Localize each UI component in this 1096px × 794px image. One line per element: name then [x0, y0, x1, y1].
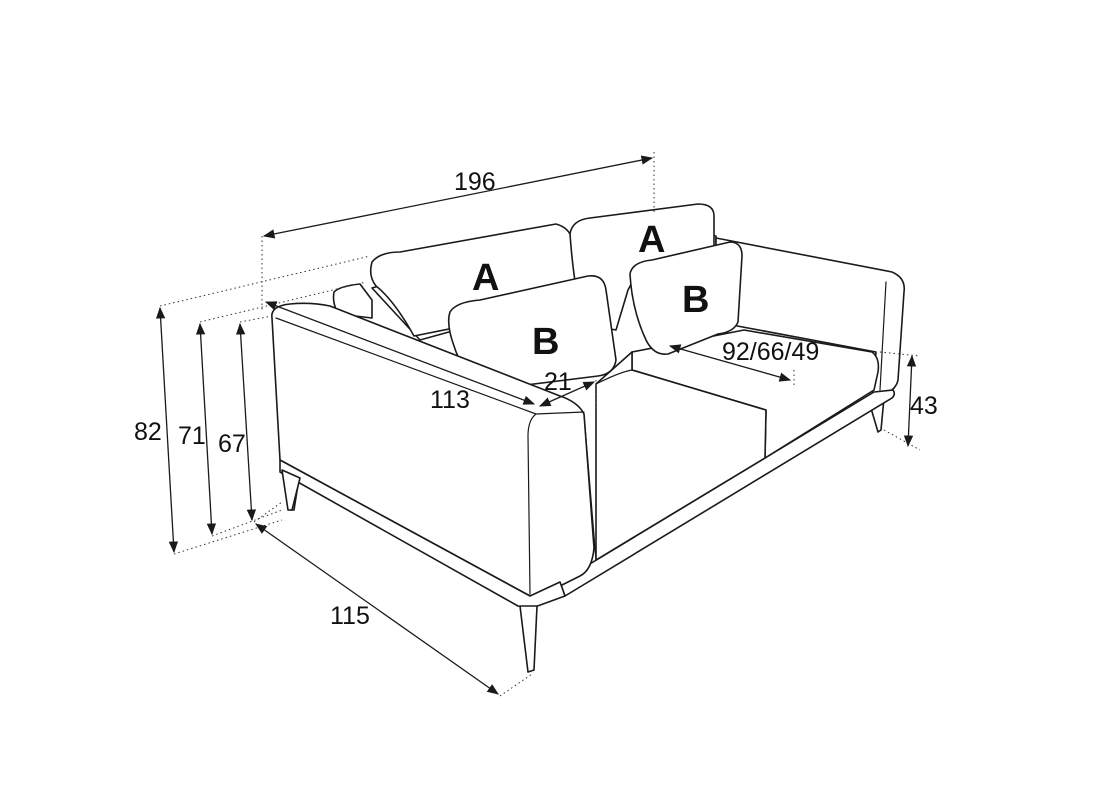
tag-back-cushion-right: A — [638, 219, 665, 261]
left-arm-inner-edge — [583, 413, 597, 561]
arm-113-line — [264, 301, 536, 405]
tag-lumbar-cushion-left: B — [532, 321, 559, 363]
label-height-total: 82 — [134, 418, 162, 446]
front-left-leg-small — [281, 469, 301, 511]
depth-115-line — [255, 523, 499, 695]
left-arm-front-edge — [527, 413, 537, 595]
width-dimension-line — [262, 155, 654, 239]
label-arm-width: 21 — [544, 368, 572, 396]
height-71-line — [195, 322, 217, 536]
label-width: 196 — [454, 168, 496, 196]
front-left-leg — [519, 605, 538, 673]
lumbar-cushion-b-right — [629, 241, 743, 356]
seat-depth-line — [668, 344, 792, 382]
cushion-tags: A A B B — [472, 219, 709, 363]
label-height-back: 71 — [178, 422, 206, 450]
tag-back-cushion-left: A — [472, 257, 499, 299]
seat-height-line — [903, 354, 917, 448]
seat-cushion-left-top — [595, 369, 633, 385]
left-base — [279, 459, 566, 609]
height-67-line — [235, 322, 257, 522]
right-arm-front-face — [879, 281, 887, 391]
label-seat-height: 43 — [910, 392, 938, 420]
dimension-lines — [155, 152, 921, 697]
tag-lumbar-cushion-right: B — [682, 279, 709, 321]
label-height-arm: 67 — [218, 430, 246, 458]
dimension-labels: 196 82 71 67 115 113 21 92/66/49 43 — [134, 168, 938, 630]
base-rail — [559, 389, 896, 597]
label-arm-length: 113 — [430, 386, 470, 414]
label-seat-depth: 92/66/49 — [722, 338, 819, 366]
label-depth-total: 115 — [330, 602, 370, 630]
arm-21-line — [538, 381, 596, 407]
height-82-line — [155, 306, 179, 554]
